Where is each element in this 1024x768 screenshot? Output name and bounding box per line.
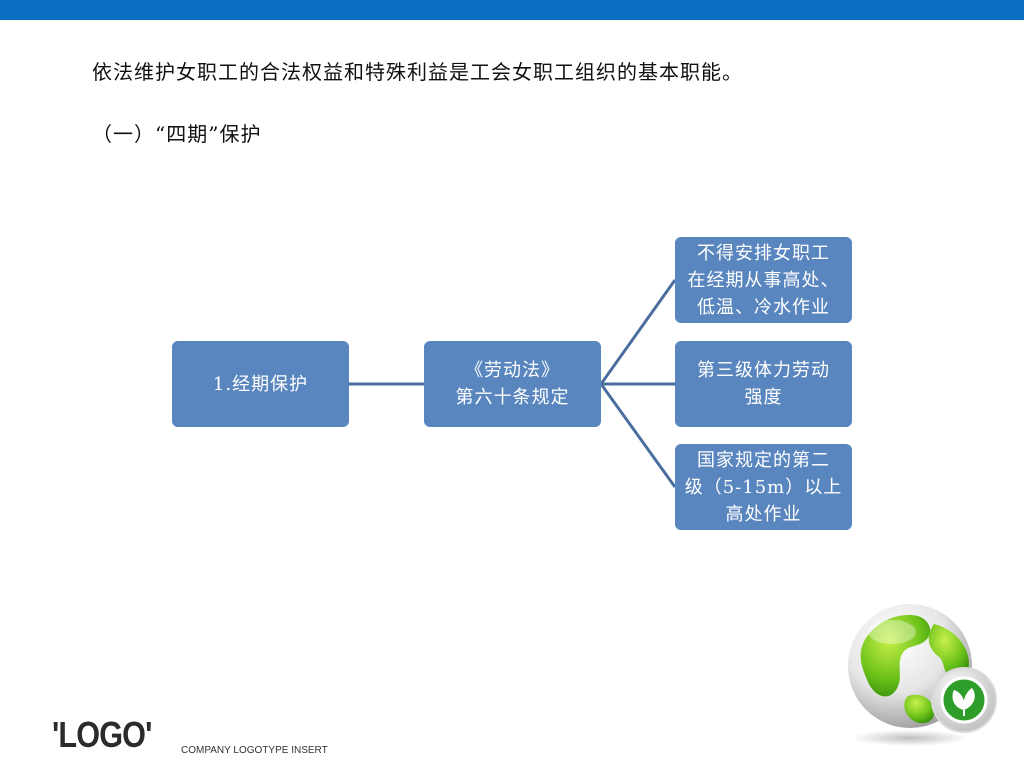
intro-text: 依法维护女职工的合法权益和特殊利益是工会女职工组织的基本职能。: [92, 60, 743, 84]
node-child-2: 第三级体力劳动 强度: [675, 341, 852, 427]
node-child-2-line-2: 强度: [744, 387, 783, 408]
leaf-icon: [931, 667, 997, 733]
node-child-3: 国家规定的第二 级（5-15m）以上 高处作业: [675, 444, 852, 530]
node-child-1-line-1: 不得安排女职工: [697, 242, 830, 264]
node-root-line: 1.经期保护: [212, 373, 309, 395]
node-middle-line-2: 第六十条规定: [455, 387, 570, 408]
logo-tagline: COMPANY LOGOTYPE INSERT: [181, 745, 328, 756]
top-bar: [0, 0, 1024, 20]
connector-middle-child-1: [599, 279, 677, 385]
node-child-3-line-1: 国家规定的第二: [697, 449, 830, 471]
globe-icon: [848, 604, 997, 746]
node-child-1: 不得安排女职工 在经期从事高处、 低温、冷水作业: [675, 237, 852, 323]
node-middle: 《劳动法》 第六十条规定: [424, 341, 601, 427]
section-title: （一）“四期”保护: [92, 122, 262, 146]
node-child-2-line-1: 第三级体力劳动: [697, 360, 830, 381]
logo: 'LOGO': [52, 714, 152, 755]
node-middle-line-1: 《劳动法》: [465, 360, 560, 381]
connector-middle-child-3: [599, 383, 677, 488]
node-root: 1.经期保护: [172, 341, 349, 427]
node-child-1-line-2: 在经期从事高处、: [687, 269, 840, 291]
node-child-3-line-2: 级（5-15m）以上: [684, 476, 843, 498]
node-child-1-line-3: 低温、冷水作业: [697, 296, 830, 318]
node-child-3-line-3: 高处作业: [725, 503, 802, 525]
